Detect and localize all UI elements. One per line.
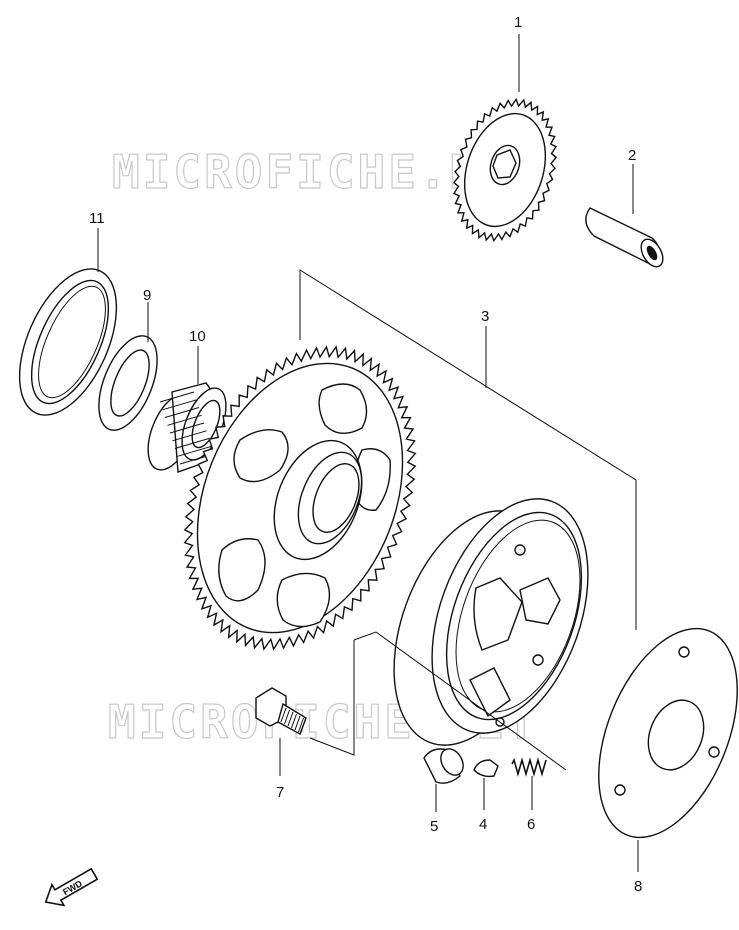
part-3-starter-clutch-gear bbox=[183, 345, 589, 746]
callout-5: 5 bbox=[430, 818, 438, 835]
part-10-needle-bearing bbox=[147, 382, 227, 473]
part-5-roller bbox=[423, 748, 464, 784]
callout-1: 1 bbox=[514, 14, 522, 31]
callout-7: 7 bbox=[276, 784, 284, 801]
leader-lines bbox=[97, 34, 639, 872]
part-4-cap bbox=[473, 759, 499, 778]
part-6-spring bbox=[511, 757, 547, 777]
callout-2: 2 bbox=[628, 147, 636, 164]
callout-4: 4 bbox=[479, 816, 487, 833]
part-7-bolt bbox=[255, 687, 307, 736]
callout-3: 3 bbox=[481, 308, 489, 325]
part-2-pin bbox=[585, 207, 664, 268]
part-9-washer bbox=[98, 335, 158, 431]
callout-10: 10 bbox=[189, 328, 206, 345]
callout-8: 8 bbox=[634, 878, 642, 895]
callout-6: 6 bbox=[527, 816, 535, 833]
callout-11: 11 bbox=[89, 210, 105, 227]
part-1-small-gear bbox=[452, 97, 558, 243]
part-11-ring bbox=[18, 268, 118, 416]
callout-labels: 1 2 3 4 5 6 7 8 9 10 11 bbox=[89, 14, 642, 895]
callout-9: 9 bbox=[143, 287, 151, 304]
part-8-plate bbox=[598, 627, 738, 839]
forward-arrow-icon: FWD bbox=[44, 867, 99, 907]
